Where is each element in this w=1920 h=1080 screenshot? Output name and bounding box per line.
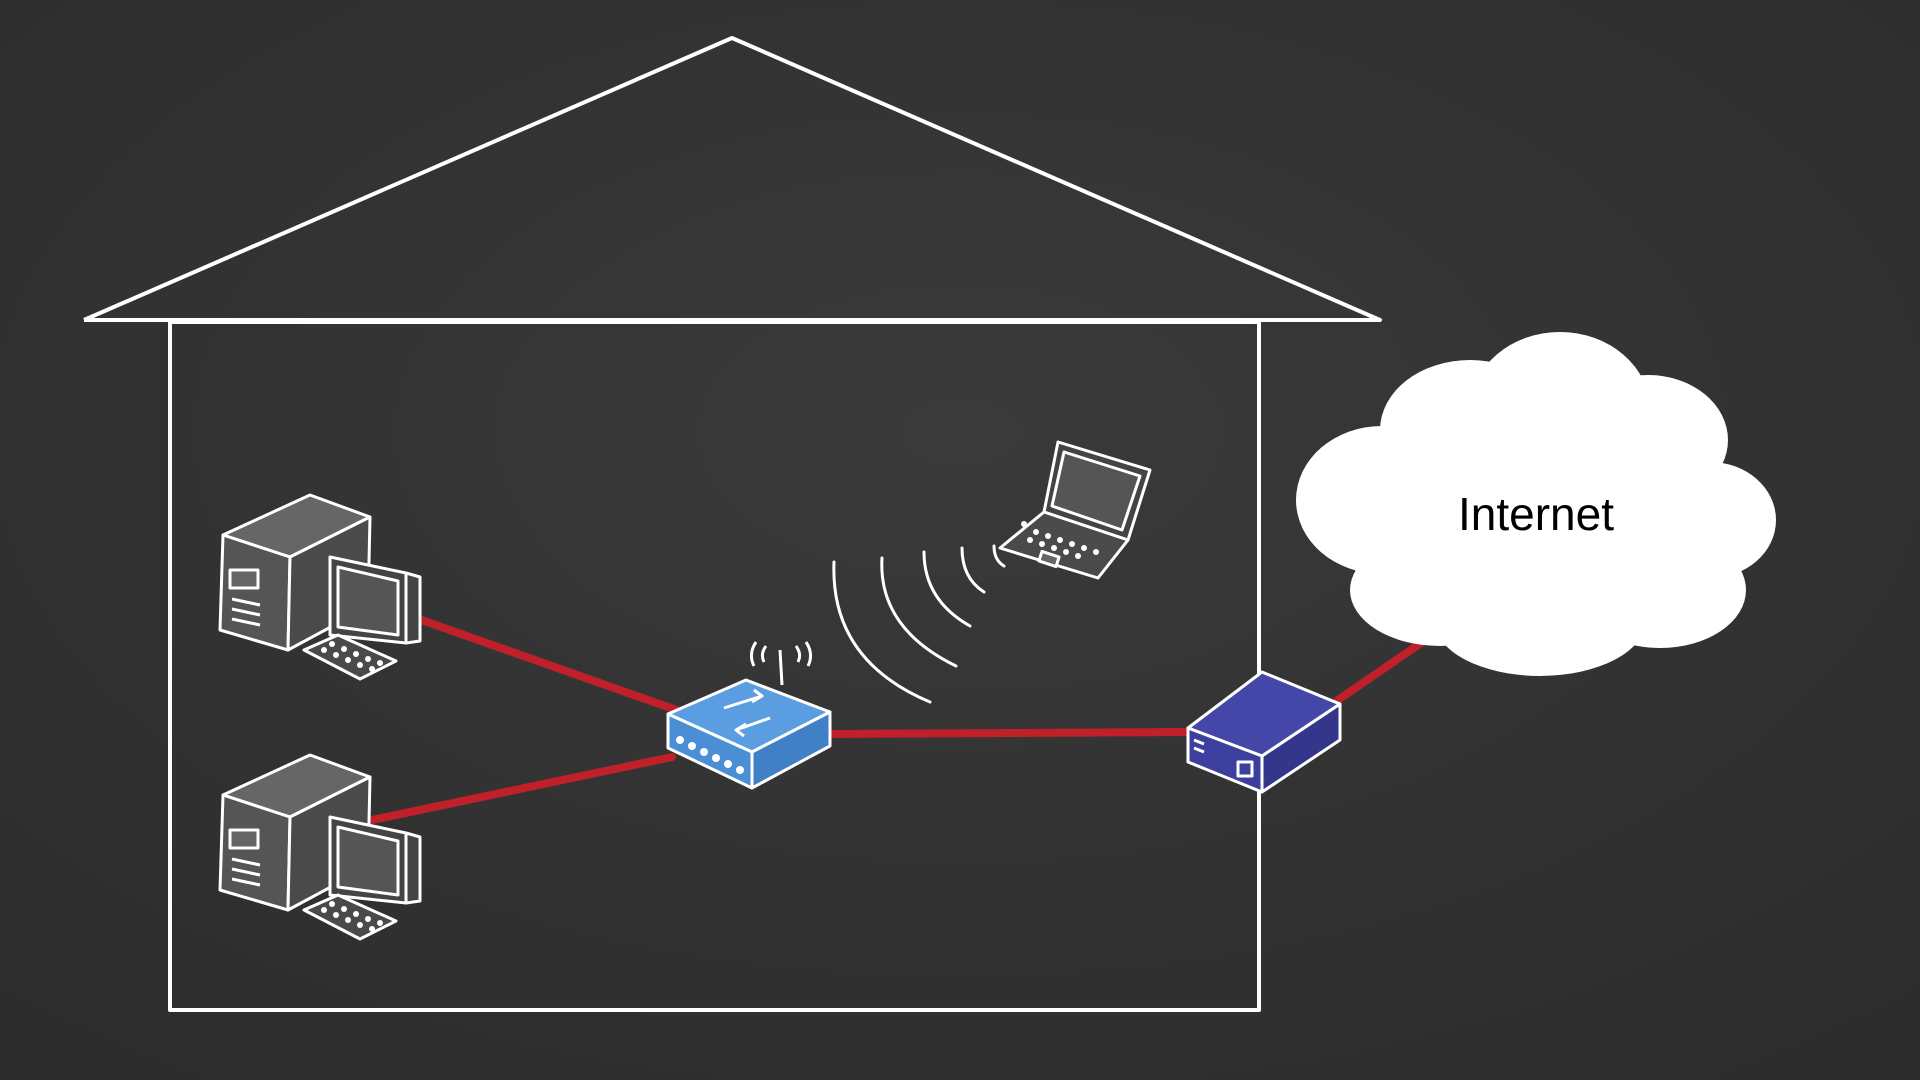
wifi-router-icon <box>666 641 832 790</box>
tower-slot <box>231 857 261 867</box>
antenna-signal <box>749 641 813 667</box>
house-outline <box>83 36 1382 1012</box>
desktop-computer-icon <box>218 493 422 681</box>
modem-light <box>1236 760 1254 778</box>
signal-wave <box>880 556 958 668</box>
monitor-side <box>404 571 422 645</box>
signal-wave <box>832 560 932 704</box>
tower-drive <box>228 568 260 590</box>
keyboard-keys <box>321 641 383 672</box>
laptop-touchpad <box>1037 549 1061 569</box>
modem-side <box>1260 702 1342 794</box>
laptop-icon <box>998 440 1152 580</box>
laptop-base <box>998 510 1130 580</box>
keyboard-keys <box>321 901 383 932</box>
monitor-screen <box>336 825 400 897</box>
tower-front <box>218 533 292 652</box>
signal-wave <box>992 544 1006 568</box>
cloud-shape <box>1296 332 1776 676</box>
cable-desktop-bottom-to-router <box>368 753 676 824</box>
tower-slot <box>231 607 261 617</box>
laptop-keys <box>1021 521 1099 559</box>
monitor-side <box>404 831 422 905</box>
router-side <box>750 710 832 790</box>
tower-slot <box>231 597 261 607</box>
tower-front <box>218 793 292 912</box>
modem-vents <box>1193 738 1205 754</box>
cable-router-to-modem <box>824 728 1190 738</box>
signal-wave <box>922 550 972 628</box>
wireless-signal-icon <box>832 544 1006 704</box>
signal-wave <box>960 546 986 594</box>
internet-label: Internet <box>1458 488 1614 540</box>
internet-cloud-icon: Internet <box>1296 332 1776 676</box>
laptop-screen <box>1050 450 1142 532</box>
tower-drive <box>228 828 260 850</box>
tower-slot <box>231 867 261 877</box>
desktop-computer-icon <box>218 753 422 941</box>
cable-desktop-top-to-router <box>392 607 689 717</box>
router-arrows <box>723 688 771 738</box>
tower-slot <box>231 877 261 887</box>
house-walls <box>168 320 1261 1012</box>
router-ports <box>676 736 744 774</box>
tower-slot <box>231 617 261 627</box>
monitor-screen <box>336 565 400 637</box>
router-antenna <box>778 649 784 686</box>
modem-icon <box>1186 670 1342 794</box>
